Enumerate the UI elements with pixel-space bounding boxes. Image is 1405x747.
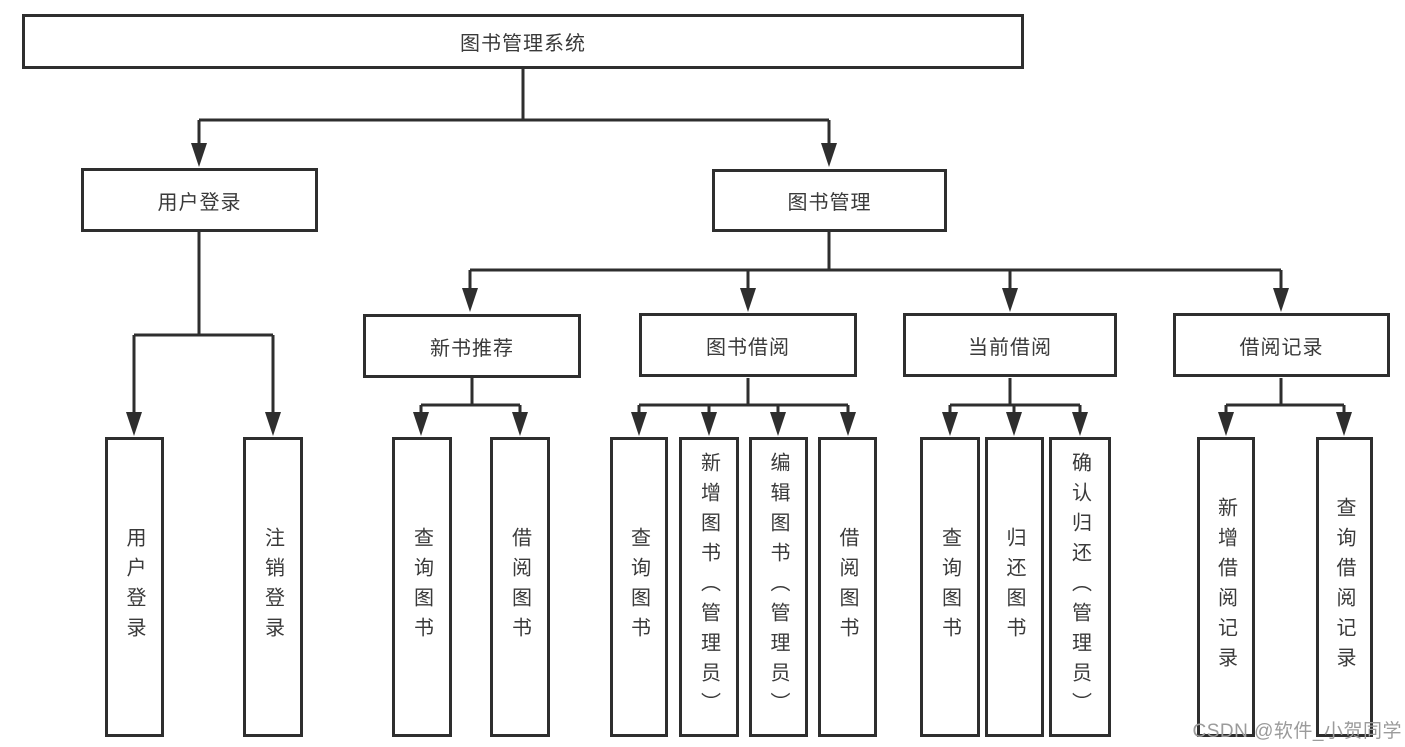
leaf-add-borrow-record: 新增借阅记录 [1197, 437, 1255, 737]
leaf-add-book-admin: 新增图书（管理员） [679, 437, 739, 737]
node-new-book-recommend: 新书推荐 [363, 314, 581, 378]
node-library-management-system: 图书管理系统 [22, 14, 1024, 69]
connector-book-management-children [462, 232, 1289, 312]
leaf-query-books-borrow: 查询图书 [610, 437, 668, 737]
leaf-edit-book-admin: 编辑图书（管理员） [749, 437, 808, 737]
connector-user-login-children [126, 232, 281, 436]
leaf-return-book: 归还图书 [985, 437, 1044, 737]
leaf-query-borrow-record: 查询借阅记录 [1316, 437, 1373, 737]
leaf-borrow-books-recommend: 借阅图书 [490, 437, 550, 737]
leaf-confirm-return-admin: 确认归还（管理员） [1049, 437, 1111, 737]
node-book-borrow: 图书借阅 [639, 313, 857, 377]
node-user-login: 用户登录 [81, 168, 318, 232]
connector-borrow-records-children [1218, 378, 1352, 436]
leaf-query-books-current: 查询图书 [920, 437, 980, 737]
csdn-watermark: CSDN @软件_小贺同学 [1192, 721, 1402, 742]
leaf-borrow-books: 借阅图书 [818, 437, 877, 737]
node-book-management: 图书管理 [712, 169, 947, 232]
leaf-query-books-recommend: 查询图书 [392, 437, 452, 737]
node-borrow-records: 借阅记录 [1173, 313, 1390, 377]
connector-root-to-level1 [191, 69, 837, 167]
connector-new-book-children [413, 378, 528, 436]
connector-book-borrow-children [631, 378, 856, 436]
leaf-user-login: 用户登录 [105, 437, 164, 737]
leaf-logout: 注销登录 [243, 437, 303, 737]
connector-current-borrow-children [942, 378, 1088, 436]
node-current-borrow: 当前借阅 [903, 313, 1117, 377]
